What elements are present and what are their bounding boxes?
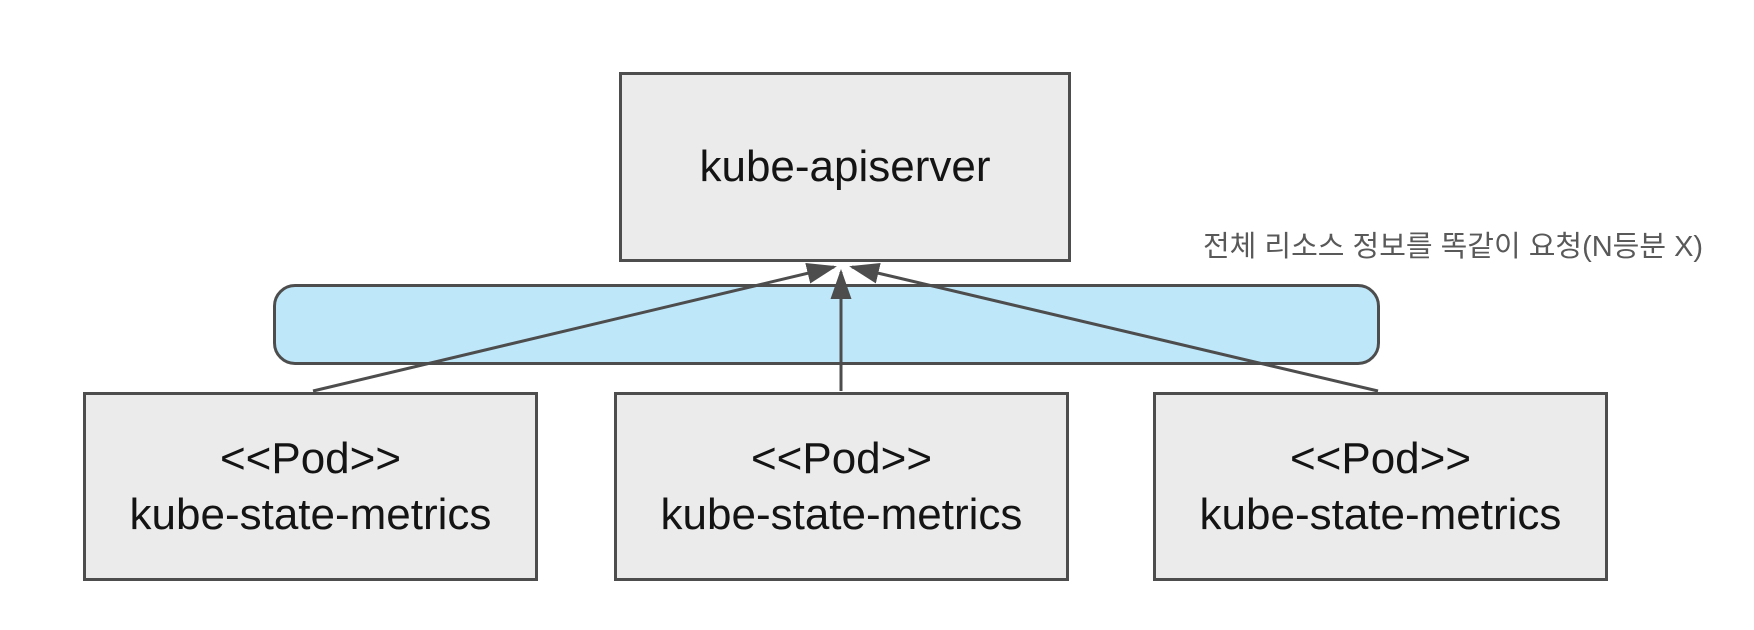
- pod-node-1: <<Pod>> kube-state-metrics: [83, 392, 538, 581]
- pod-node-3: <<Pod>> kube-state-metrics: [1153, 392, 1608, 581]
- kube-apiserver-node: kube-apiserver: [619, 72, 1071, 262]
- request-highlight-bar: [273, 284, 1380, 365]
- pod-label: kube-state-metrics: [660, 489, 1023, 539]
- pod-stereotype: <<Pod>>: [750, 433, 933, 483]
- pod-label: kube-state-metrics: [129, 489, 492, 539]
- pod-stereotype: <<Pod>>: [219, 433, 402, 483]
- kube-apiserver-label: kube-apiserver: [699, 142, 991, 191]
- pod-node-2: <<Pod>> kube-state-metrics: [614, 392, 1069, 581]
- pod-label: kube-state-metrics: [1199, 489, 1562, 539]
- pod-stereotype: <<Pod>>: [1289, 433, 1472, 483]
- annotation-text: 전체 리소스 정보를 똑같이 요청(N등분 X): [1203, 231, 1704, 263]
